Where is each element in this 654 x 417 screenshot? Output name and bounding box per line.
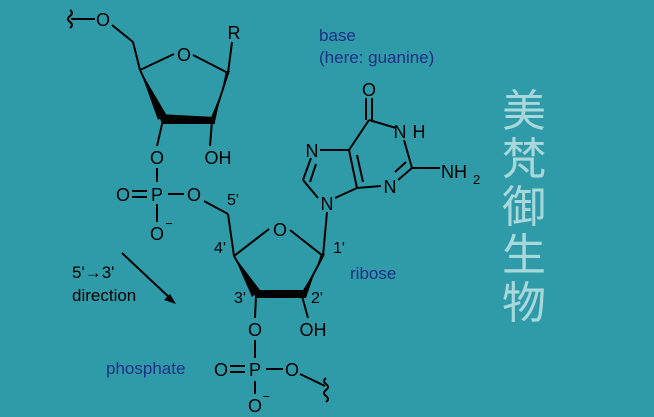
label-base: base: [319, 26, 356, 45]
atom-o-p-bottom-link: O: [285, 360, 299, 380]
wedge-c3-c2-top: [158, 114, 215, 124]
bond-n1-c2: [403, 139, 413, 169]
atom-n3: N: [384, 177, 397, 197]
bond-c8-n7: [302, 157, 312, 181]
bond-n9-c8: [302, 179, 319, 199]
atom-o-bottom3: O: [248, 320, 262, 340]
atom-p-top: P: [151, 185, 163, 205]
bond-c5-c6: [348, 119, 370, 151]
wedge-c2-c1-top: [210, 71, 230, 122]
bond-wedges: [140, 70, 325, 304]
bond-c1-r-top: [227, 41, 233, 74]
atom-nh2-subscript: 2: [473, 172, 480, 187]
watermark-char: 物: [502, 278, 546, 329]
bond-c4-o-top: [139, 53, 175, 71]
watermark-char: 梵: [502, 134, 546, 185]
bond-c2-oh-bottom: [301, 295, 309, 319]
prime-2: 2': [311, 290, 323, 307]
bond-c8-n7-double: [309, 163, 317, 183]
wedge-c2-c1-bottom: [300, 254, 325, 298]
bond-c2-n3-double: [394, 161, 407, 173]
bond-o-c5-bottom: [203, 200, 229, 215]
atom-o-p-top-minus: O: [150, 224, 164, 244]
chain-wave-bottom: [323, 377, 329, 403]
label-direction: direction: [72, 286, 136, 305]
watermark-char: 生: [502, 230, 546, 281]
direction-arrowhead: [164, 294, 176, 304]
bond-n9-c4: [334, 187, 358, 199]
atom-o-top3: O: [150, 148, 164, 168]
atom-oh-bottom2: OH: [300, 320, 327, 340]
bond-c3-o-bottom: [254, 295, 257, 319]
bond-o-chain-bottom: [299, 373, 326, 387]
prime-5: 5': [227, 192, 239, 209]
wedge-c4-bottom: [234, 256, 260, 297]
bond-c5-c4-top: [132, 41, 141, 71]
atom-o-p-bottom-double: O: [214, 360, 228, 380]
atom-r-group: R: [228, 23, 241, 43]
label-ribose: ribose: [350, 264, 396, 283]
watermark-char: 美: [502, 86, 546, 137]
wedge-c4-top: [140, 70, 166, 120]
bond-c2-n3: [397, 167, 413, 181]
atom-oh-top2: OH: [205, 148, 232, 168]
bond-o-c1-bottom: [289, 229, 324, 257]
bond-c4-c5: [348, 149, 358, 189]
atom-n1: N: [394, 122, 407, 142]
watermark-text: 美 梵 御 生 物: [498, 88, 550, 328]
chain-wave-top: [67, 9, 73, 29]
atom-o-p-top-double: O: [116, 185, 130, 205]
direction-arrow-line: [121, 252, 173, 301]
prime-1: 1': [333, 240, 345, 257]
bond-c2-oh-top: [209, 120, 213, 147]
prime-3: 3': [234, 290, 246, 307]
atom-o-top-ring: O: [177, 45, 191, 65]
bond-c5-c4-bottom: [227, 213, 235, 257]
bond-c1-n9: [322, 211, 328, 257]
bond-c3-o-top: [156, 119, 164, 147]
atom-o-p-bottom-minus: O: [248, 396, 262, 416]
bond-o-c5-top: [111, 24, 134, 43]
watermark-char: 御: [502, 182, 546, 233]
atom-o6: O: [362, 80, 376, 100]
charge-minus-bottom: −: [262, 389, 270, 404]
bond-c4-o-bottom: [233, 228, 270, 257]
atom-o-top-chain: O: [96, 10, 110, 30]
atom-n9: N: [321, 194, 334, 214]
atom-o-bottom-ring: O: [273, 220, 287, 240]
prime-labels: 5' 4' 1' 3' 2': [214, 192, 345, 307]
bond-o-c1-top: [192, 54, 229, 74]
atom-h-n1: H: [413, 122, 426, 142]
label-base-note: (here: guanine): [319, 48, 434, 67]
annotation-labels: base (here: guanine) ribose phosphate: [106, 26, 434, 378]
wedge-c3-c2-bottom: [252, 290, 306, 298]
atom-labels: O O R O OH P O O O − O O OH P O O O − N …: [96, 10, 480, 416]
charge-minus-top: −: [165, 216, 173, 231]
atom-n7: N: [306, 141, 319, 161]
bond-c6-n1: [368, 119, 397, 129]
bond-c4-c5-double: [356, 154, 364, 183]
atom-o-p-top-link: O: [187, 185, 201, 205]
direction-labels: 5'→3' direction: [72, 263, 136, 305]
prime-4: 4': [214, 240, 226, 257]
bond-lines: [67, 9, 440, 403]
atom-p-bottom: P: [249, 360, 261, 380]
bond-n3-c4: [356, 185, 382, 189]
atom-nh2: NH: [441, 162, 467, 182]
label-phosphate: phosphate: [106, 359, 185, 378]
label-direction-arrow: 5'→3': [72, 263, 114, 282]
